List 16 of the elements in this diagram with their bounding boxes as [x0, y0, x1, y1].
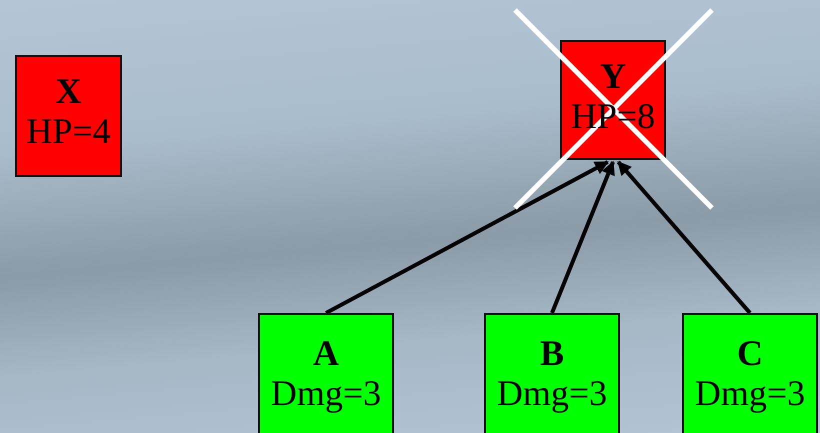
node-stat: Dmg=3	[496, 373, 608, 413]
node-name: C	[737, 333, 763, 373]
node-name: Y	[600, 56, 626, 96]
node-stat: HP=4	[26, 111, 111, 151]
node-stat: Dmg=3	[270, 373, 382, 413]
attacker-box	[484, 313, 620, 433]
arrow	[550, 160, 615, 314]
node-name: A	[313, 333, 339, 373]
enemy-box	[15, 55, 122, 177]
arrow	[616, 160, 752, 314]
arrow	[325, 160, 609, 315]
node-name: B	[540, 333, 564, 373]
node-name: X	[56, 71, 82, 111]
node-stat: Dmg=3	[694, 373, 806, 413]
attacker-box	[682, 313, 818, 433]
attacker-box	[258, 313, 394, 433]
